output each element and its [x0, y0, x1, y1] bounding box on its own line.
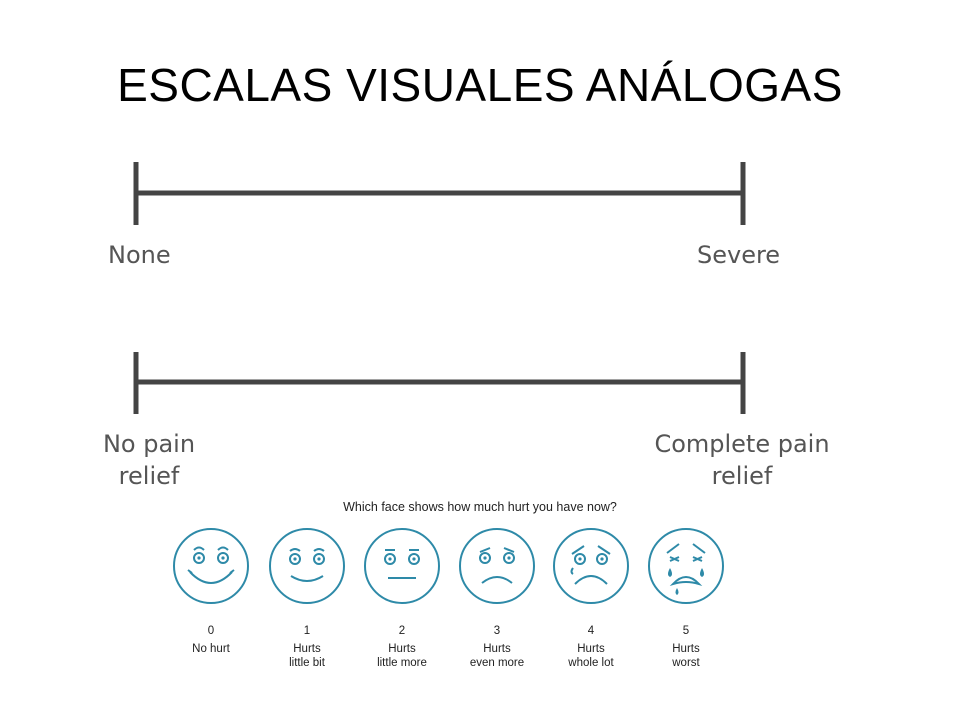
face-description: Hurts little bit — [262, 642, 352, 670]
face-description-line2: whole lot — [568, 657, 614, 669]
face-description-line1: Hurts — [577, 643, 605, 655]
face-score: 0 — [207, 625, 215, 637]
neutral-face-icon — [364, 528, 440, 604]
face-score: 5 — [682, 625, 690, 637]
scale-relief-left-label-line1: No pain — [102, 430, 196, 458]
face-item-4: 4 Hurts whole lot — [546, 526, 636, 670]
face-description: Hurts worst — [641, 642, 731, 670]
face-description: Hurts whole lot — [546, 642, 636, 670]
face-item-1: 1 Hurts little bit — [262, 526, 352, 670]
face-description-line1: Hurts — [293, 643, 321, 655]
face-item-5: 5 Hurts worst — [641, 526, 731, 670]
crying-face-icon — [648, 528, 724, 604]
smiling-face-icon — [173, 528, 249, 604]
faces-question: Which face shows how much hurt you have … — [343, 500, 617, 514]
face-description: No hurt — [166, 642, 256, 656]
slight-smile-face-icon — [269, 528, 345, 604]
scale-severity-left-label: None — [108, 241, 171, 269]
scale-severity-right-label: Severe — [697, 241, 781, 269]
face-score: 3 — [493, 625, 501, 637]
face-item-2: 2 Hurts little more — [357, 526, 447, 670]
very-sad-face-icon — [553, 528, 629, 604]
face-description-line2: little more — [377, 657, 427, 669]
face-description-line1: Hurts — [483, 643, 511, 655]
face-description-line1: Hurts — [388, 643, 416, 655]
scale-relief-left-label-line2: relief — [118, 462, 180, 490]
scale-relief-left-label: No pain relief — [94, 428, 204, 492]
face-item-3: 3 Hurts even more — [452, 526, 542, 670]
scale-severity — [133, 162, 746, 225]
face-score: 2 — [398, 625, 406, 637]
face-description: Hurts even more — [452, 642, 542, 670]
face-score: 4 — [587, 625, 595, 637]
face-description-line2: worst — [672, 657, 700, 669]
face-description-line2: little bit — [289, 657, 325, 669]
face-description: Hurts little more — [357, 642, 447, 670]
face-description-line1: No hurt — [192, 643, 230, 655]
face-description-line1: Hurts — [672, 643, 700, 655]
scale-relief — [133, 352, 746, 414]
face-score: 1 — [303, 625, 311, 637]
scale-relief-right-label: Complete pain relief — [652, 428, 832, 492]
sad-face-icon — [459, 528, 535, 604]
slide-title: ESCALAS VISUALES ANÁLOGAS — [117, 59, 843, 111]
face-description-line2: even more — [469, 657, 525, 669]
face-item-0: 0 No hurt — [166, 526, 256, 656]
scale-relief-right-label-line2: relief — [711, 462, 773, 490]
scale-relief-right-label-line1: Complete pain — [654, 430, 830, 458]
